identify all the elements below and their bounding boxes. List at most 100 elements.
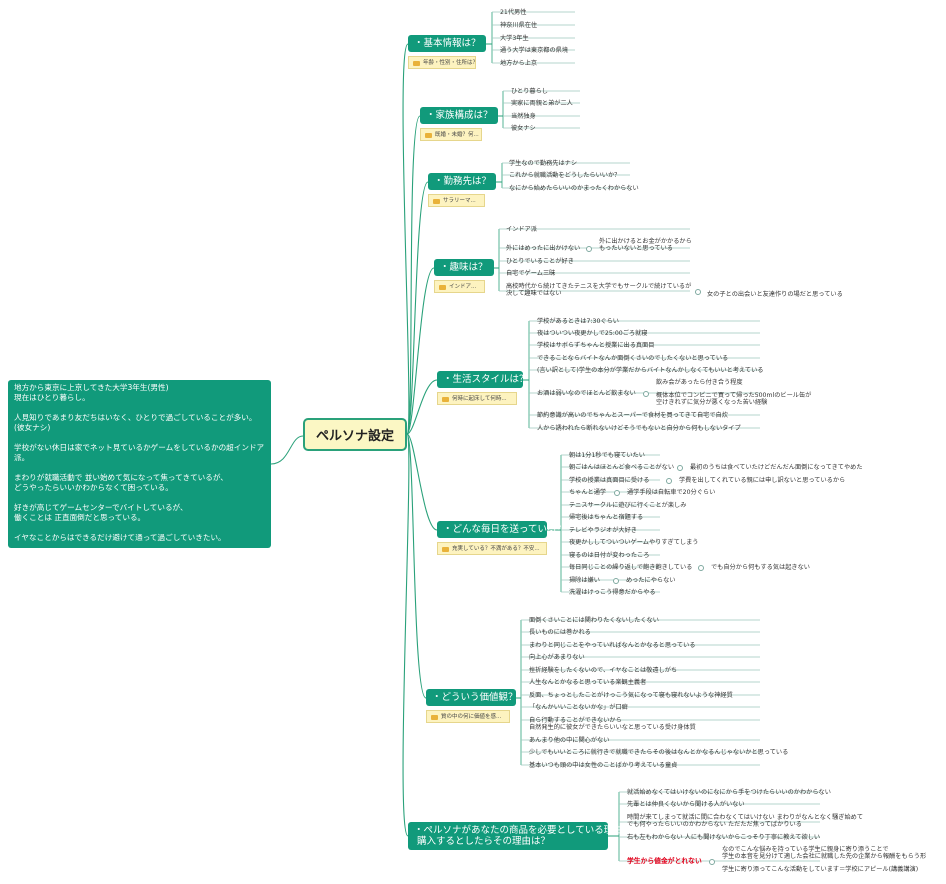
collapse-dot-icon[interactable] bbox=[643, 391, 649, 397]
branch-basic-info[interactable]: ・基本情報は？ bbox=[408, 35, 486, 52]
daily-life-subitem: でも自分から何もする気は起きない bbox=[711, 564, 810, 571]
values-item: 反面、ちょっとしたことがけっこう気になって寝も寝れないような神経質 bbox=[529, 692, 733, 699]
daily-life-item: 夜更かししてついついゲームやりすぎてしまう bbox=[569, 539, 699, 546]
basic-info-item: 21代男性 bbox=[500, 9, 527, 16]
hobby-item: ひとりでいることが好き bbox=[506, 258, 574, 265]
collapse-dot-icon[interactable] bbox=[698, 565, 704, 571]
collapse-dot-icon[interactable] bbox=[677, 465, 683, 471]
workplace-item: これから就職活動をどうしたらいいか？ bbox=[509, 172, 621, 179]
basic-info-item: 神奈川県在住 bbox=[500, 22, 538, 29]
branch-purchase-reason[interactable]: ・ペルソナがあなたの商品を必要としている理由は？ 購入するとしたらその理由は？ bbox=[408, 822, 642, 850]
branch-daily-life-note[interactable]: 充実している？不満がある？不安... bbox=[437, 542, 547, 555]
workplace-item: なにから始めたらいいのかまったくわからない bbox=[509, 185, 639, 192]
central-topic[interactable]: ペルソナ設定 bbox=[303, 418, 407, 451]
purchase-reason-item: 右も左もわからない 人にも聞けないからこっそり丁寧に教えて欲しい bbox=[627, 834, 821, 841]
lifestyle-item: できることならバイトなんか面倒くさいのでしたくないと思っている bbox=[537, 355, 729, 362]
collapse-dot-icon[interactable] bbox=[586, 246, 592, 252]
connector-line bbox=[406, 433, 427, 699]
daily-life-item: 朝ごはんはほとんど食べることがない bbox=[569, 464, 675, 471]
branch-hobby[interactable]: ・趣味は？ bbox=[434, 259, 494, 276]
branch-lifestyle-note[interactable]: 何時に起床して何時... bbox=[437, 392, 517, 405]
values-item: 向上心があまりない bbox=[529, 654, 585, 661]
connector-line bbox=[406, 433, 438, 531]
lifestyle-item: 学校があるときは7:30ぐらい bbox=[537, 318, 619, 325]
basic-info-item: 通う大学は東京都の県境 bbox=[500, 47, 569, 54]
lifestyle-item: お酒は弱いなのでほとんど飲まない bbox=[537, 390, 636, 397]
daily-life-item: 学校の授業は真面目に受ける bbox=[569, 477, 650, 484]
connector-line bbox=[406, 181, 429, 435]
purchase-reason-item-highlight: 学生から値金がとれない bbox=[627, 857, 702, 865]
hobby-subitem: 外に出かけるとお金がかかるから もったいないと思っている bbox=[599, 238, 692, 252]
lifestyle-item: 夜はついつい夜更かしで25:00ごろ就寝 bbox=[537, 330, 648, 337]
daily-life-item: 帰宅後はちゃんと宿題する bbox=[569, 514, 644, 521]
branch-workplace[interactable]: ・勤務先は？ bbox=[428, 173, 496, 190]
daily-life-subitem: 学費を出してくれている親には申し訳ないと思っているから bbox=[679, 477, 846, 484]
values-item: 長いものには巻かれる bbox=[529, 629, 591, 636]
daily-life-item: 寝るのは日付が変わったころ bbox=[569, 552, 650, 559]
collapse-dot-icon[interactable] bbox=[695, 289, 701, 295]
connector-line bbox=[402, 433, 410, 837]
daily-life-item: ちゃんと通学 bbox=[569, 489, 607, 496]
daily-life-item: 掃除は嫌い bbox=[569, 577, 600, 584]
basic-info-item: 地方から上京 bbox=[500, 60, 538, 67]
hobby-item: 外にはめったに出かけない bbox=[506, 245, 581, 252]
daily-life-subitem: 通学手段は自転車で20分ぐらい bbox=[627, 489, 716, 496]
collapse-dot-icon[interactable] bbox=[666, 478, 672, 484]
collapse-dot-icon[interactable] bbox=[614, 490, 620, 496]
values-item: 面倒くさいことには関わりたくないしたくない bbox=[529, 617, 659, 624]
connector-line bbox=[406, 267, 435, 435]
persona-summary-box: 地方から東京に上京してきた大学3年生(男性) 現在はひとり暮らし。 人見知りであ… bbox=[8, 380, 271, 548]
basic-info-item: 大学3年生 bbox=[500, 35, 529, 42]
lifestyle-subitem: 概体本位でコンビニで買って帰った500mlのビール缶が 空けきれずに気分が悪くな… bbox=[656, 392, 812, 406]
family-item: 当然独身 bbox=[511, 113, 536, 120]
connector-line bbox=[270, 435, 304, 465]
branch-daily-life[interactable]: ・どんな毎日を送っている？ bbox=[437, 521, 566, 538]
branch-hobby-note[interactable]: インドア... bbox=[434, 280, 485, 293]
daily-life-subitem: めったにやらない bbox=[626, 577, 676, 584]
purchase-reason-item: 就活始めなくてはいけないのになにから手をつけたらいいのかわからない bbox=[627, 789, 831, 796]
collapse-dot-icon[interactable] bbox=[613, 578, 619, 584]
workplace-item: 学生なので勤務先はナシ bbox=[509, 160, 578, 167]
hobby-item: 自宅でゲーム三昧 bbox=[506, 270, 556, 277]
daily-life-subitem: 最初のうちは食べていたけどだんだん面倒になってきてやめた bbox=[690, 464, 863, 471]
hobby-item: インドア派 bbox=[506, 226, 537, 233]
family-item: 彼女ナシ bbox=[511, 125, 536, 132]
daily-life-item: 毎日同じことの繰り返しで飽き飽きしている bbox=[569, 564, 693, 571]
hobby-subitem: 女の子との出会いと友達作りの場だと思っている bbox=[707, 291, 843, 298]
daily-life-item: テニスサークルに遊びに行くことが楽しみ bbox=[569, 502, 687, 509]
values-item: 少しでもいいところに就行きで就職できたらその後はなんとかなるんじゃないかと思って… bbox=[529, 749, 789, 756]
values-item: 基本いつも頭の中は女性のことばかり考えている童貞 bbox=[529, 762, 678, 769]
connector-line bbox=[402, 43, 410, 435]
family-item: ひとり暮らし bbox=[511, 88, 548, 95]
branch-lifestyle[interactable]: ・生活スタイルは？ bbox=[437, 371, 529, 388]
lifestyle-subitem: 飲み会があったら付き合う程度 bbox=[656, 379, 743, 386]
connector-line bbox=[406, 379, 438, 435]
branch-workplace-note[interactable]: サラリーマ... bbox=[428, 194, 485, 207]
branch-values-note[interactable]: 質の中の何に価値を感... bbox=[426, 710, 510, 723]
values-item: 人生なんとかなると思っている楽観主義者 bbox=[529, 679, 647, 686]
branch-family-note[interactable]: 既婚・未婚？何... bbox=[420, 128, 482, 141]
purchase-reason-item: 先輩とは仲良くないから聞ける人がいない bbox=[627, 801, 745, 808]
purchase-reason-item: 時間が来てしまって就活に間に合わなくてはいけない まわりがなんとなく騒ぎ始めて … bbox=[627, 814, 864, 828]
lifestyle-item: 節約意識が高いのでちゃんとスーパーで食材を買ってきて自宅で自炊 bbox=[537, 412, 728, 419]
connector-line bbox=[406, 115, 421, 435]
branch-family[interactable]: ・家族構成は？ bbox=[420, 107, 498, 124]
purchase-reason-subitem: なのでこんな悩みを持っている学生に親身に寄り添うことで 学生の本音を見分けて適し… bbox=[722, 846, 927, 860]
daily-life-item: 洗濯はけっこう得意だからやる bbox=[569, 589, 656, 596]
hobby-item: 高校時代から続けてきたテニスを大学でもサークルで続けているが 決して趣味ではない bbox=[506, 283, 692, 297]
lifestyle-item: 人から誘われたら断れないけどそうでもないと自分から何もしないタイプ bbox=[537, 425, 741, 432]
lifestyle-item: (言い訳として)学生の本分が学業だからバイトなんかしなくてもいいと考えている bbox=[537, 367, 764, 374]
values-item: あんまり他の中に関心がない bbox=[529, 737, 610, 744]
purchase-reason-subitem: 学生に寄り添ってこんな活動をしています＝学校にアピール(講義講演) bbox=[722, 866, 919, 873]
collapse-dot-icon[interactable] bbox=[709, 859, 715, 865]
values-item: 自ら行動することができないから 自然発生的に彼女ができたらいいなと思っている受け… bbox=[529, 717, 696, 731]
branch-values[interactable]: ・どういう価値観？ bbox=[426, 689, 518, 706]
lifestyle-item: 学校はサボらずちゃんと授業に出る真面目 bbox=[537, 342, 655, 349]
branch-basic-info-note[interactable]: 年齢・性別・住所は？ bbox=[408, 56, 476, 69]
daily-life-item: 朝は1分1秒でも寝ていたい bbox=[569, 452, 645, 459]
values-item: 「なんかいいことないかな」が口癖 bbox=[529, 704, 628, 711]
values-item: 挫折経験をしたくないので、イヤなことは敬遠しがち bbox=[529, 667, 678, 674]
values-item: まわりと同じことをやっていればなんとかなると思っている bbox=[529, 642, 696, 649]
family-item: 実家に両親と弟が二人 bbox=[511, 100, 573, 107]
